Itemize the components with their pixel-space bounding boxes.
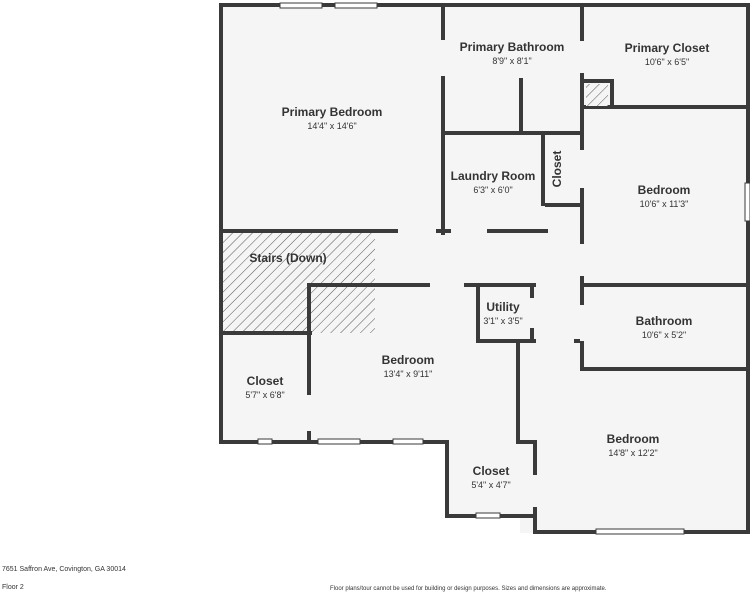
floor-label: Floor 2 [2, 584, 24, 591]
room-name: Utility [486, 300, 520, 314]
room-name: Bathroom [636, 314, 693, 328]
room-dimensions: 14'4" x 14'6" [307, 121, 356, 131]
window [744, 182, 750, 222]
window [595, 528, 685, 535]
room-name: Primary Bathroom [460, 40, 565, 54]
room-name: Laundry Room [451, 169, 536, 183]
window [392, 438, 424, 445]
room-dimensions: 13'4" x 9'11" [384, 369, 433, 379]
room-dimensions: 8'9" x 8'1" [492, 56, 531, 66]
room-dimensions: 5'7" x 6'8" [245, 390, 284, 400]
room-name: Closet [473, 464, 510, 478]
room-name: Bedroom [638, 183, 691, 197]
room-name: Closet [550, 151, 564, 188]
room-name: Closet [247, 374, 284, 388]
window [475, 512, 501, 519]
room-name: Bedroom [382, 353, 435, 367]
room-name: Primary Bedroom [282, 105, 383, 119]
room-dimensions: 14'8" x 12'2" [608, 448, 657, 458]
window [279, 2, 323, 9]
room-dimensions: 10'6" x 6'5" [645, 57, 689, 67]
room-name: Stairs (Down) [249, 251, 326, 265]
disclaimer-text: Floor plans/tour cannot be used for buil… [330, 586, 607, 592]
room-labels: Primary Bedroom 14'4" x 14'6" Primary Ba… [245, 40, 709, 490]
room-dimensions: 3'1" x 3'5" [483, 316, 522, 326]
window [334, 2, 378, 9]
address-text: 7651 Saffron Ave, Covington, GA 30014 [2, 566, 126, 573]
windows [257, 2, 750, 535]
room-name: Bedroom [607, 432, 660, 446]
room-dimensions: 5'4" x 4'7" [471, 480, 510, 490]
room-dimensions: 10'6" x 11'3" [640, 199, 689, 209]
room-dimensions: 10'6" x 5'2" [642, 330, 686, 340]
chimney-hatch [586, 84, 608, 106]
room-dimensions: 6'3" x 6'0" [473, 185, 512, 195]
window [317, 438, 361, 445]
room-name: Primary Closet [625, 41, 710, 55]
window [257, 438, 273, 445]
door-openings [307, 40, 584, 507]
